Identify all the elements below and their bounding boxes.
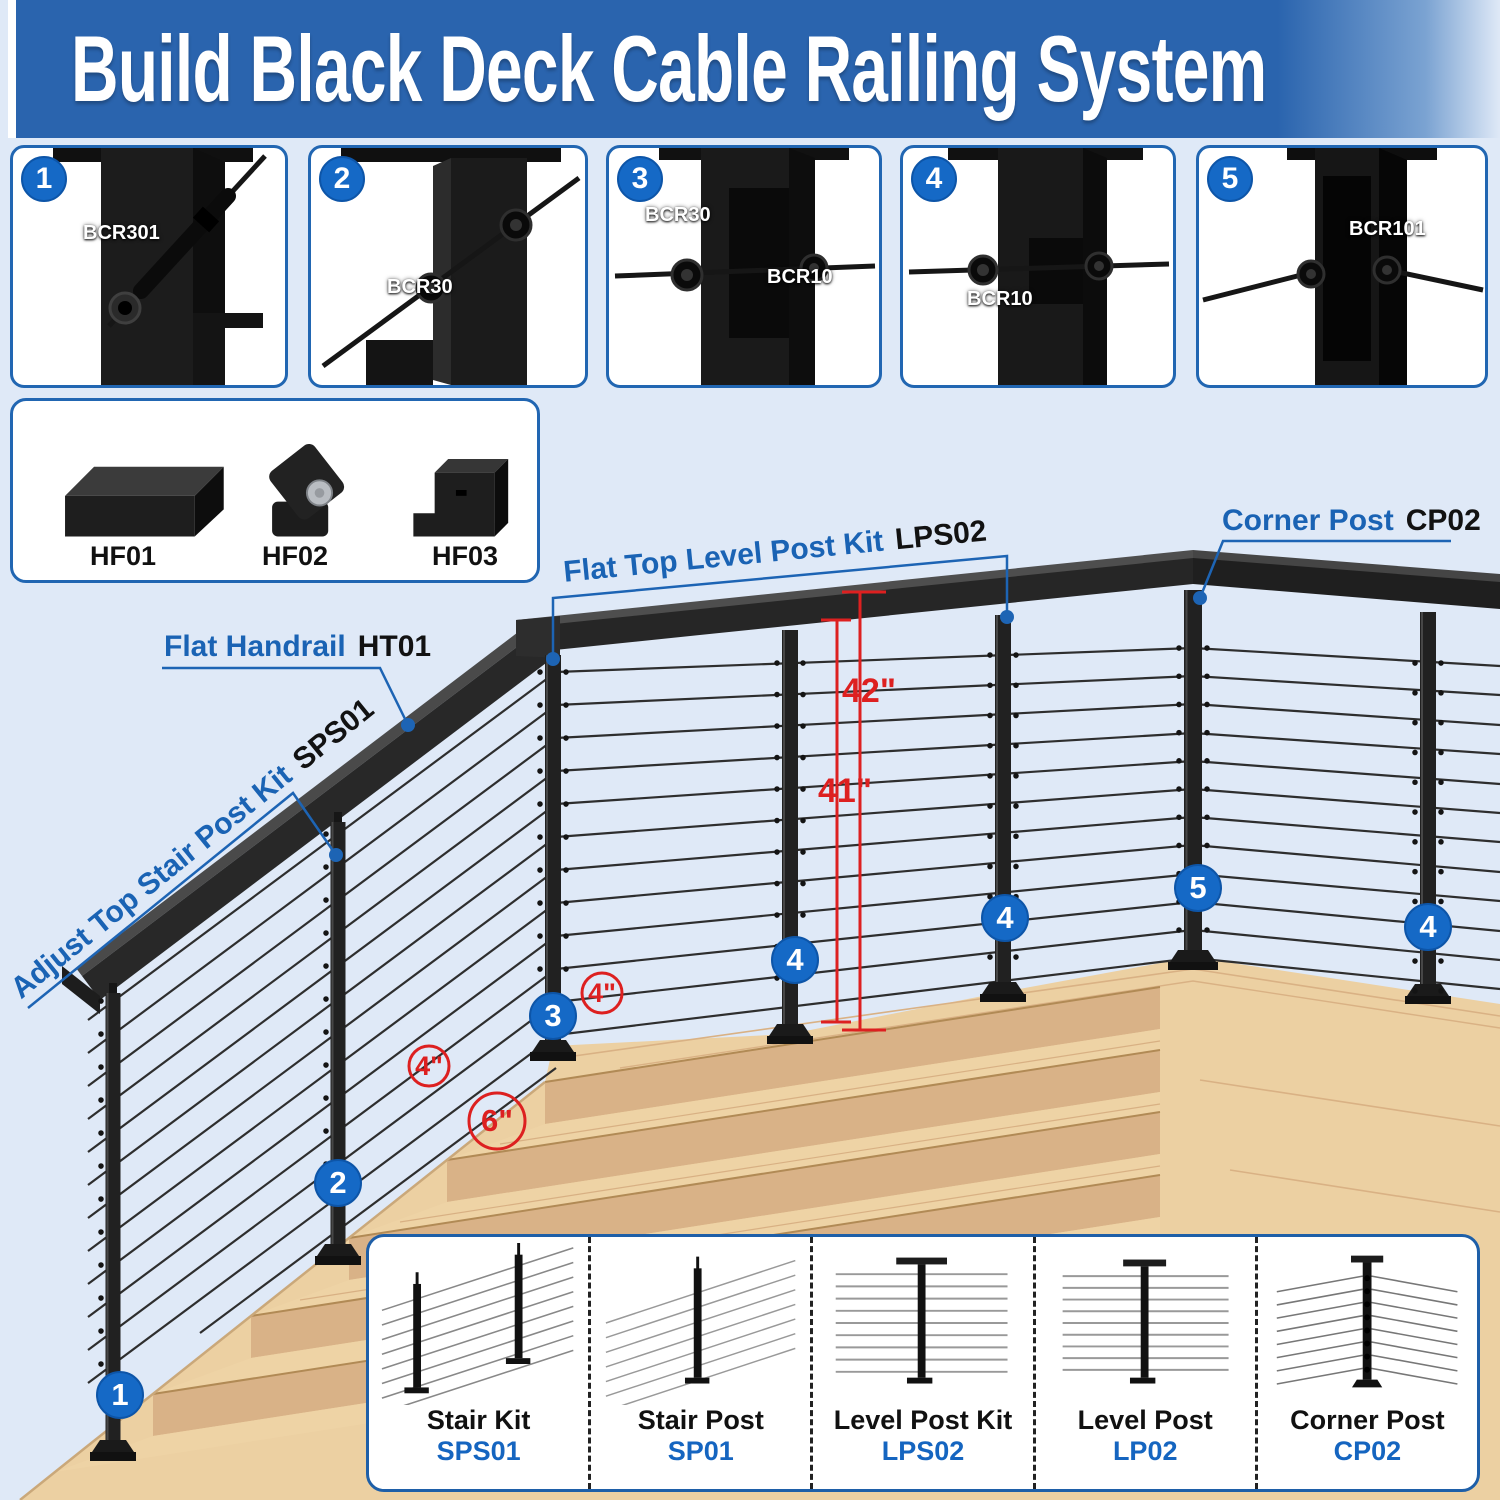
legend-illustration-level-post (1062, 1259, 1229, 1384)
legend-illustration-level-post-kit (836, 1257, 1008, 1384)
legend-name-level-post: Level Post (1077, 1405, 1213, 1435)
fitting-illustration-bcr301 (53, 148, 267, 385)
marker-stair-top-post: 3 (529, 992, 577, 1040)
legend-illustration-stair-post (605, 1256, 796, 1405)
dimension-bottom-gap: 6" (481, 1103, 513, 1138)
dimension-rail-height: 42" (842, 672, 896, 710)
callout-corner-post-label: Corner Post (1222, 504, 1394, 537)
hardware-illustrations (65, 443, 509, 537)
legend-panel: Stair Kit SPS01 Stair Post SP01 (366, 1234, 1480, 1492)
legend-code-stair-post: SP01 (667, 1436, 734, 1466)
legend-item-level-post-kit: Level Post Kit LPS02 (810, 1237, 1032, 1489)
callout-handrail: Flat Handrail HT01 (164, 630, 431, 664)
dimension-post-height: 41" (818, 772, 872, 810)
legend-item-stair-post: Stair Post SP01 (588, 1237, 810, 1489)
legend-illustration-stair-kit (381, 1242, 574, 1405)
step-number-badge-1: 1 (21, 156, 67, 202)
cables (87, 646, 1500, 1384)
fitting-illustration-bcr30 (321, 148, 581, 385)
marker-level-post-a: 4 (771, 936, 819, 984)
callout-handrail-code: HT01 (357, 630, 432, 663)
legend-name-stair-kit: Stair Kit (426, 1405, 531, 1435)
callout-corner-post-code: CP02 (1405, 504, 1481, 537)
dimension-cable-spacing: 4" (588, 978, 616, 1008)
page-title: Build Black Deck Cable Railing System (71, 16, 1267, 121)
step-number-badge-4: 4 (911, 156, 957, 202)
part-label-bcr30: BCR30 (387, 276, 453, 298)
step-thumbnail-1: 1 BCR301 (10, 145, 288, 388)
step-thumbnail-4: 4 BCR10 (900, 145, 1176, 388)
fitting-illustration-bcr10 (908, 148, 1170, 385)
legend-item-stair-kit: Stair Kit SPS01 (369, 1237, 588, 1489)
dimension-lines (407, 590, 886, 1151)
handrails (62, 550, 1500, 1014)
legend-code-level-post-kit: LPS02 (881, 1436, 965, 1466)
hardware-label-hf01: HF01 (89, 541, 157, 571)
legend-code-stair-kit: SPS01 (436, 1436, 521, 1466)
part-label-bcr101: BCR101 (1349, 218, 1426, 240)
legend-name-stair-post: Stair Post (637, 1405, 764, 1435)
legend-name-level-post-kit: Level Post Kit (833, 1405, 1013, 1435)
callout-leader-dots (329, 591, 1207, 862)
step-number-badge-2: 2 (319, 156, 365, 202)
legend-name-corner-post: Corner Post (1290, 1405, 1445, 1435)
step-thumbnail-3: 3 BCR30 BCR10 (606, 145, 882, 388)
legend-item-level-post: Level Post LP02 (1032, 1237, 1255, 1489)
part-label-bcr301: BCR301 (83, 222, 160, 244)
marker-stair-post-2: 2 (314, 1159, 362, 1207)
title-banner: Build Black Deck Cable Railing System (16, 0, 1500, 138)
marker-level-post-c: 4 (1404, 903, 1452, 951)
fitting-illustration-bcr30-bcr10 (614, 148, 876, 385)
legend-code-level-post: LP02 (1112, 1436, 1178, 1466)
callout-handrail-label: Flat Handrail (164, 630, 346, 663)
legend-code-corner-post: CP02 (1333, 1436, 1402, 1466)
step-thumbnail-5: 5 BCR101 (1196, 145, 1488, 388)
legend-illustration-corner-post (1276, 1255, 1458, 1388)
hardware-label-hf03: HF03 (431, 541, 499, 571)
legend-item-corner-post: Corner Post CP02 (1254, 1237, 1477, 1489)
banner-left-stripe (8, 0, 16, 138)
fitting-illustration-bcr101 (1202, 148, 1484, 385)
hardware-label-hf02: HF02 (261, 541, 329, 571)
marker-level-post-b: 4 (981, 894, 1029, 942)
callout-corner-post: Corner Post CP02 (1222, 504, 1481, 538)
step-number-badge-5: 5 (1207, 156, 1253, 202)
step-thumbnail-2: 2 BCR30 (308, 145, 588, 388)
step-number-badge-3: 3 (617, 156, 663, 202)
marker-stair-post-1: 1 (96, 1371, 144, 1419)
hardware-panel: HF01 HF02 HF03 (10, 398, 540, 583)
callout-leader-lines (27, 539, 1451, 1009)
marker-corner-post: 5 (1174, 864, 1222, 912)
part-label-bcr10-b: BCR10 (967, 288, 1033, 310)
part-label-bcr10: BCR10 (767, 266, 833, 288)
dimension-stair-cable-spacing: 4" (415, 1051, 443, 1081)
part-label-bcr30-b: BCR30 (645, 204, 711, 226)
